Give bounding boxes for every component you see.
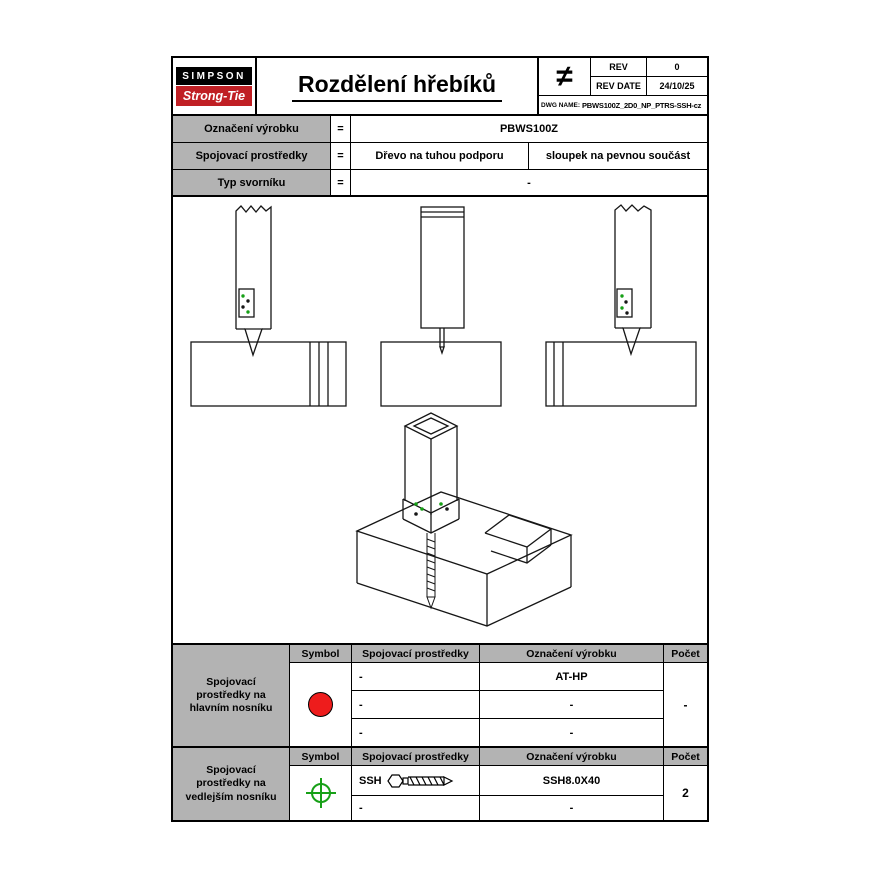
fastener-cell-ssh: SSH [352, 766, 480, 796]
secondary-beam-fasteners-table: Spojovací prostředky na vedlejším nosník… [173, 746, 707, 820]
secondary-beam-table-row-label: Spojovací prostředky na vedlejším nosník… [173, 748, 290, 820]
product-cell: AT-HP [480, 663, 664, 691]
product-designation-label: Označení výrobku [173, 116, 331, 142]
side-view-drawing [380, 206, 502, 407]
screw-icon [386, 773, 453, 788]
bolt-type-label: Typ svorníku [173, 170, 331, 195]
info-row-bolt-type: Typ svorníku = - [173, 170, 707, 197]
column-header-product: Označení výrobku [480, 748, 664, 766]
main-beam-symbol-cell [290, 663, 352, 746]
fastener-cell: - [352, 663, 480, 691]
logo-strongtie-text: Strong-Tie [176, 85, 252, 106]
column-header-symbol: Symbol [290, 748, 352, 766]
fasteners-label: Spojovací prostředky [173, 143, 331, 169]
dwg-name-row: DWG NAME: PBWS100Z_2D0_NP_PTRS-SSH-cz [539, 96, 707, 114]
equals-sign: = [331, 170, 351, 195]
title-block: SIMPSON Strong-Tie Rozdělení hřebíků ≠ R… [173, 58, 707, 116]
main-beam-table-row-label: Spojovací prostředky na hlavním nosníku [173, 645, 290, 746]
fastener-cell: - [352, 691, 480, 719]
product-cell: - [480, 796, 664, 820]
fastener-cell: - [352, 719, 480, 746]
rev-date-value: 24/10/25 [647, 77, 707, 96]
dwg-name-label: DWG NAME: [541, 101, 580, 109]
product-cell: - [480, 691, 664, 719]
fastener-cell: - [352, 796, 480, 820]
column-header-fasteners: Spojovací prostředky [352, 645, 480, 663]
column-header-symbol: Symbol [290, 645, 352, 663]
green-crosshair-icon [305, 778, 336, 808]
info-row-fasteners: Spojovací prostředky = Dřevo na tuhou po… [173, 143, 707, 170]
revision-block: ≠ REV 0 REV DATE 24/10/25 DWG NAME: PBWS… [537, 58, 707, 114]
fasteners-value-left: Dřevo na tuhou podporu [351, 143, 529, 169]
rev-label: REV [591, 58, 647, 77]
drawing-sheet: SIMPSON Strong-Tie Rozdělení hřebíků ≠ R… [171, 56, 709, 822]
not-equal-icon: ≠ [539, 58, 591, 96]
main-beam-fasteners-table: Spojovací prostředky na hlavním nosníku … [173, 643, 707, 746]
logo-simpson-text: SIMPSON [176, 66, 252, 85]
column-header-product: Označení výrobku [480, 645, 664, 663]
simpson-strongtie-logo: SIMPSON Strong-Tie [173, 58, 257, 114]
secondary-beam-symbol-cell [290, 766, 352, 820]
column-header-count: Počet [664, 748, 707, 766]
rev-value: 0 [647, 58, 707, 77]
info-row-product: Označení výrobku = PBWS100Z [173, 116, 707, 143]
product-designation-value: PBWS100Z [499, 123, 559, 135]
fasteners-value-right: sloupek na pevnou součást [545, 150, 691, 162]
front-view-drawing [190, 204, 347, 407]
red-circle-icon [308, 692, 333, 717]
dwg-name-value: PBWS100Z_2D0_NP_PTRS-SSH-cz [582, 100, 702, 110]
title-cell: Rozdělení hřebíků [257, 58, 537, 114]
secondary-beam-count-cell: 2 [682, 786, 689, 800]
column-header-fasteners: Spojovací prostředky [352, 748, 480, 766]
drawing-area [173, 197, 707, 643]
product-cell: SSH8.0X40 [480, 766, 664, 796]
equals-sign: = [331, 143, 351, 169]
rear-view-drawing [545, 204, 697, 407]
product-cell: - [480, 719, 664, 746]
main-beam-count-cell: - [683, 697, 688, 712]
equals-sign: = [331, 116, 351, 142]
rev-date-label: REV DATE [591, 77, 647, 96]
drawing-title: Rozdělení hřebíků [291, 71, 503, 102]
technical-drawing [190, 204, 697, 627]
ssh-label: SSH [359, 774, 382, 787]
column-header-count: Počet [664, 645, 707, 663]
isometric-view-drawing [355, 412, 573, 627]
bolt-type-value: - [527, 176, 531, 189]
